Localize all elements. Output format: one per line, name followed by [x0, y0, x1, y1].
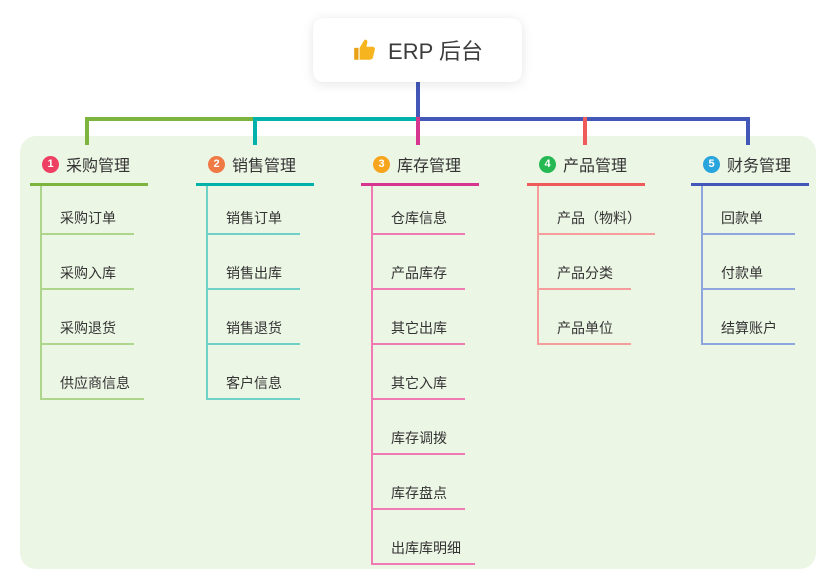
- branch-label: 财务管理: [727, 158, 792, 175]
- branch-items-finance: 回款单 付款单 结算账户: [701, 186, 795, 345]
- mindmap-item[interactable]: 采购入库: [42, 235, 134, 290]
- root-node[interactable]: ERP 后台: [313, 18, 522, 82]
- mindmap-item[interactable]: 其它出库: [373, 290, 465, 345]
- branch-number-badge: 5: [703, 155, 720, 173]
- branch-header-purchase[interactable]: 1 采购管理: [30, 146, 148, 186]
- branch-label: 产品管理: [563, 158, 628, 175]
- connector-drop-purchase: [85, 117, 89, 145]
- mindmap-item[interactable]: 产品分类: [539, 235, 631, 290]
- mindmap-item[interactable]: 产品（物料）: [539, 186, 655, 235]
- branch-label: 库存管理: [397, 158, 462, 175]
- connector-drop-sales: [253, 117, 257, 145]
- mindmap-item[interactable]: 销售订单: [208, 186, 300, 235]
- branch-header-inventory[interactable]: 3 库存管理: [361, 146, 479, 186]
- mindmap-item[interactable]: 库存调拨: [373, 400, 465, 455]
- connector-drop-inventory: [416, 117, 420, 145]
- mindmap-item[interactable]: 采购退货: [42, 290, 134, 345]
- mindmap-item[interactable]: 仓库信息: [373, 186, 465, 235]
- branch-items-product: 产品（物料） 产品分类 产品单位: [537, 186, 655, 345]
- connector-drop-finance: [746, 117, 750, 145]
- branch-header-sales[interactable]: 2 销售管理: [196, 146, 314, 186]
- mindmap-item[interactable]: 结算账户: [703, 290, 795, 345]
- mindmap-item[interactable]: 销售出库: [208, 235, 300, 290]
- mindmap-item[interactable]: 付款单: [703, 235, 795, 290]
- connector-trunk-teal: [253, 117, 418, 121]
- branch-number-badge: 1: [42, 155, 59, 173]
- mindmap-item[interactable]: 出库库明细: [373, 510, 475, 565]
- connector-drop-product: [583, 117, 587, 145]
- branch-label: 销售管理: [232, 158, 297, 175]
- branch-items-inventory: 仓库信息 产品库存 其它出库 其它入库 库存调拨 库存盘点 出库库明细: [371, 186, 475, 565]
- branch-product: 4 产品管理 产品（物料） 产品分类 产品单位: [527, 146, 655, 345]
- branch-number-badge: 3: [373, 155, 390, 173]
- mindmap-item[interactable]: 销售退货: [208, 290, 300, 345]
- thumbs-up-icon: [352, 37, 378, 63]
- branch-items-purchase: 采购订单 采购入库 采购退货 供应商信息: [40, 186, 144, 400]
- mindmap-item[interactable]: 产品单位: [539, 290, 631, 345]
- branch-label: 采购管理: [66, 158, 131, 175]
- branch-number-badge: 2: [208, 155, 225, 173]
- mindmap-item[interactable]: 回款单: [703, 186, 795, 235]
- branch-header-finance[interactable]: 5 财务管理: [691, 146, 809, 186]
- connector-trunk-green: [85, 117, 253, 121]
- mindmap-item[interactable]: 产品库存: [373, 235, 465, 290]
- branch-number-badge: 4: [539, 155, 556, 173]
- branch-items-sales: 销售订单 销售出库 销售退货 客户信息: [206, 186, 300, 400]
- branch-finance: 5 财务管理 回款单 付款单 结算账户: [691, 146, 811, 345]
- connector-root-drop: [416, 82, 420, 117]
- mindmap-board: [20, 136, 816, 569]
- root-title: ERP 后台: [388, 39, 483, 64]
- branch-inventory: 3 库存管理 仓库信息 产品库存 其它出库 其它入库 库存调拨 库存盘点 出库库…: [361, 146, 481, 565]
- branch-sales: 2 销售管理 销售订单 销售出库 销售退货 客户信息: [196, 146, 316, 400]
- mindmap-item[interactable]: 供应商信息: [42, 345, 144, 400]
- mindmap-item[interactable]: 采购订单: [42, 186, 134, 235]
- branch-purchase: 1 采购管理 采购订单 采购入库 采购退货 供应商信息: [30, 146, 150, 400]
- mindmap-item[interactable]: 库存盘点: [373, 455, 465, 510]
- mindmap-item[interactable]: 其它入库: [373, 345, 465, 400]
- mindmap-item[interactable]: 客户信息: [208, 345, 300, 400]
- branch-header-product[interactable]: 4 产品管理: [527, 146, 645, 186]
